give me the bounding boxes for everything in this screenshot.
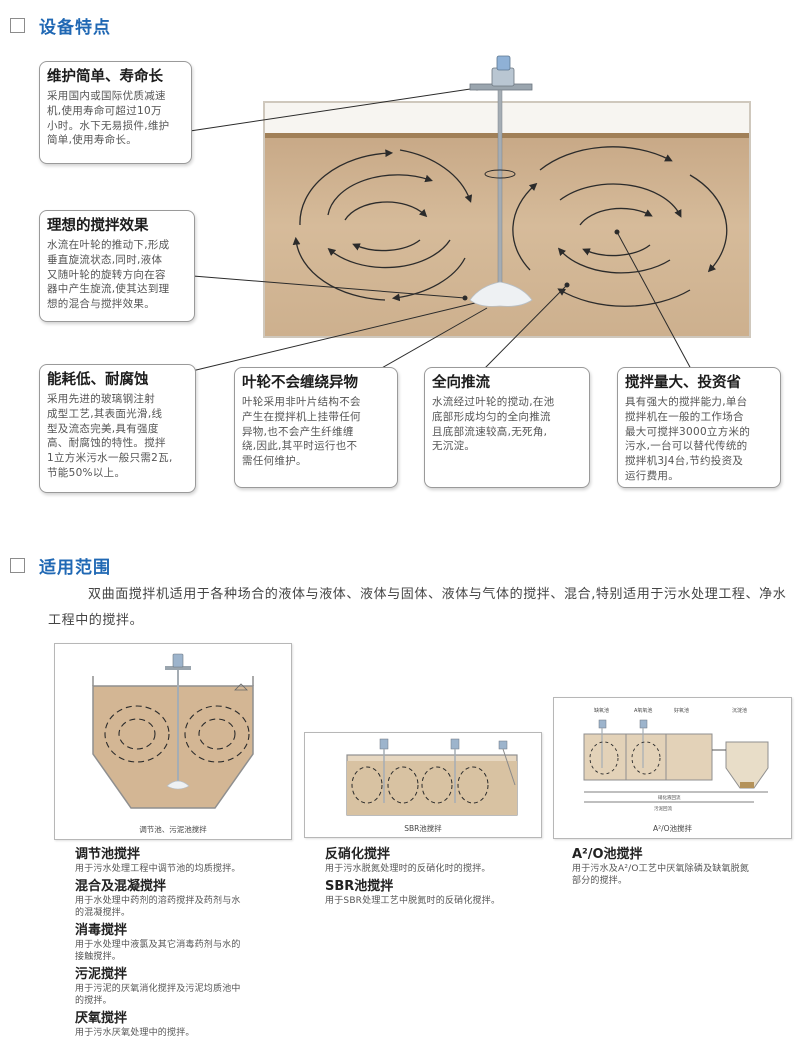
app-title: 反硝化搅拌	[325, 847, 391, 862]
motor-icon	[496, 55, 511, 71]
app-title: 厌氧搅拌	[75, 1011, 128, 1026]
panel-caption: 调节池、污泥池搅拌	[139, 825, 207, 834]
gear-reducer-icon	[491, 67, 515, 87]
callout-title: 能耗低、耐腐蚀	[47, 372, 149, 388]
impeller-icon	[469, 281, 533, 307]
label-aerobic: 好氧池	[674, 707, 689, 714]
label-nitrate-return: 硝化液回流	[658, 794, 681, 801]
scope-intro-paragraph: 双曲面搅拌机适用于各种场合的液体与液体、液体与固体、液体与气体的搅拌、混合,特别…	[48, 587, 787, 628]
panel-a2o-tank: 缺氧池 A氧氧池 好氧池 沉淀池 硝化液回流 污泥回流 A²/O池搅拌	[553, 697, 792, 839]
panel-caption: A²/O池搅拌	[652, 824, 693, 833]
app-desc: 用于SBR处理工艺中脱氮时的反硝化搅拌。	[325, 896, 501, 906]
application-list-col2: 反硝化搅拌 用于污水脱氮处理时的反硝化时的搅拌。 SBR池搅拌 用于SBR处理工…	[325, 846, 555, 910]
application-list-col3: A²/O池搅拌 用于污水及A²/O工艺中厌氧除磷及缺氧脱氮部分的搅拌。	[572, 846, 794, 890]
callout-body: 采用先进的玻璃钢注射成型工艺,其表面光滑,线型及流态完美,具有强度高、耐腐蚀的特…	[47, 393, 173, 479]
callout-large-capacity: 搅拌量大、投资省 具有强大的搅拌能力,单台搅拌机在一般的工作场合最大可搅拌300…	[617, 367, 781, 488]
regulating-tank-illustration	[92, 653, 254, 809]
application-list-col1: 调节池搅拌 用于污水处理工程中调节池的均质搅拌。 混合及混凝搅拌 用于水处理中药…	[75, 846, 305, 1042]
callout-body: 叶轮采用非叶片结构不会产生在搅拌机上挂带任何异物,也不会产生纤维缠绕,因此,其平…	[242, 396, 361, 468]
section-header-scope: 适用范围	[10, 553, 111, 578]
app-desc: 用于水处理中液氯及其它消毒药剂与水的接触搅拌。	[75, 940, 241, 962]
liquid-surface	[265, 133, 749, 138]
section-title: 设备特点	[39, 18, 111, 38]
leader-lines	[189, 87, 692, 372]
callout-title: 全向推流	[432, 375, 490, 391]
tank-overlay-svg	[189, 55, 728, 372]
callout-low-energy: 能耗低、耐腐蚀 采用先进的玻璃钢注射成型工艺,其表面光滑,线型及流态完美,具有强…	[39, 364, 196, 493]
panel-regulating-tank: 调节池、污泥池搅拌	[54, 643, 292, 840]
callout-body: 水流经过叶轮的搅动,在池底部形成均匀的全向推流且底部流速较高,无死角,无沉淀。	[432, 396, 555, 453]
callout-body: 水流在叶轮的推动下,形成垂直旋流状态,同时,液体又随叶轮的旋转方向在容器中产生旋…	[47, 239, 170, 311]
app-desc: 用于污泥的厌氧消化搅拌及污泥均质池中的搅拌。	[75, 984, 241, 1006]
panel-sbr-tank: SBR池搅拌	[304, 732, 542, 838]
section-title: 适用范围	[39, 558, 111, 578]
app-title: 消毒搅拌	[75, 923, 128, 938]
label-sedimentation: 沉淀池	[732, 707, 747, 714]
label-anoxic: 缺氧池	[594, 707, 609, 714]
app-desc: 用于水处理中药剂的溶药搅拌及药剂与水的混凝搅拌。	[75, 896, 241, 918]
callout-omni-flow: 全向推流 水流经过叶轮的搅动,在池底部形成均匀的全向推流且底部流速较高,无死角,…	[424, 367, 590, 488]
app-desc: 用于污水脱氮处理时的反硝化时的搅拌。	[325, 864, 491, 874]
label-anaerobic: A氧氧池	[634, 707, 652, 714]
app-title: 污泥搅拌	[75, 967, 128, 982]
flow-arrows-left	[292, 149, 473, 302]
app-title: SBR池搅拌	[325, 879, 394, 894]
app-title: 混合及混凝搅拌	[75, 879, 167, 894]
section-checkbox-icon	[10, 558, 25, 573]
callout-title: 理想的搅拌效果	[47, 218, 149, 234]
app-title: 调节池搅拌	[75, 847, 141, 862]
flow-arrows-right	[512, 146, 728, 307]
callout-mixing-effect: 理想的搅拌效果 水流在叶轮的推动下,形成垂直旋流状态,同时,液体又随叶轮的旋转方…	[39, 210, 195, 322]
leader-dots	[462, 85, 620, 301]
callout-title: 叶轮不会缠绕异物	[242, 375, 358, 391]
callout-no-entanglement: 叶轮不会缠绕异物 叶轮采用非叶片结构不会产生在搅拌机上挂带任何异物,也不会产生纤…	[234, 367, 398, 488]
section-header-features: 设备特点	[10, 13, 111, 38]
mixer-assembly	[469, 55, 533, 307]
panel-caption: SBR池搅拌	[404, 824, 442, 833]
callout-title: 搅拌量大、投资省	[625, 375, 741, 391]
app-desc: 用于污水处理工程中调节池的均质搅拌。	[75, 864, 241, 874]
app-desc: 用于污水及A²/O工艺中厌氧除磷及缺氧脱氮部分的搅拌。	[572, 864, 750, 886]
callout-body: 具有强大的搅拌能力,单台搅拌机在一般的工作场合最大可搅拌3000立方米的污水,一…	[625, 396, 751, 482]
callout-title: 维护简单、寿命长	[47, 69, 163, 85]
callout-maintenance: 维护简单、寿命长 采用国内或国际优质减速机,使用寿命可超过10万小时。水下无易损…	[39, 61, 192, 164]
app-desc: 用于污水厌氧处理中的搅拌。	[75, 1028, 195, 1038]
label-sludge-return: 污泥回流	[654, 805, 672, 812]
mixer-shaft	[497, 89, 503, 291]
section-checkbox-icon	[10, 18, 25, 33]
sbr-tank-illustration	[346, 738, 518, 816]
a2o-tank-illustration: 缺氧池 A氧氧池 好氧池 沉淀池 硝化液回流 污泥回流	[583, 707, 769, 812]
callout-body: 采用国内或国际优质减速机,使用寿命可超过10万小时。水下无易损件,维护简单,使用…	[47, 90, 170, 147]
app-title: A²/O池搅拌	[572, 847, 643, 862]
